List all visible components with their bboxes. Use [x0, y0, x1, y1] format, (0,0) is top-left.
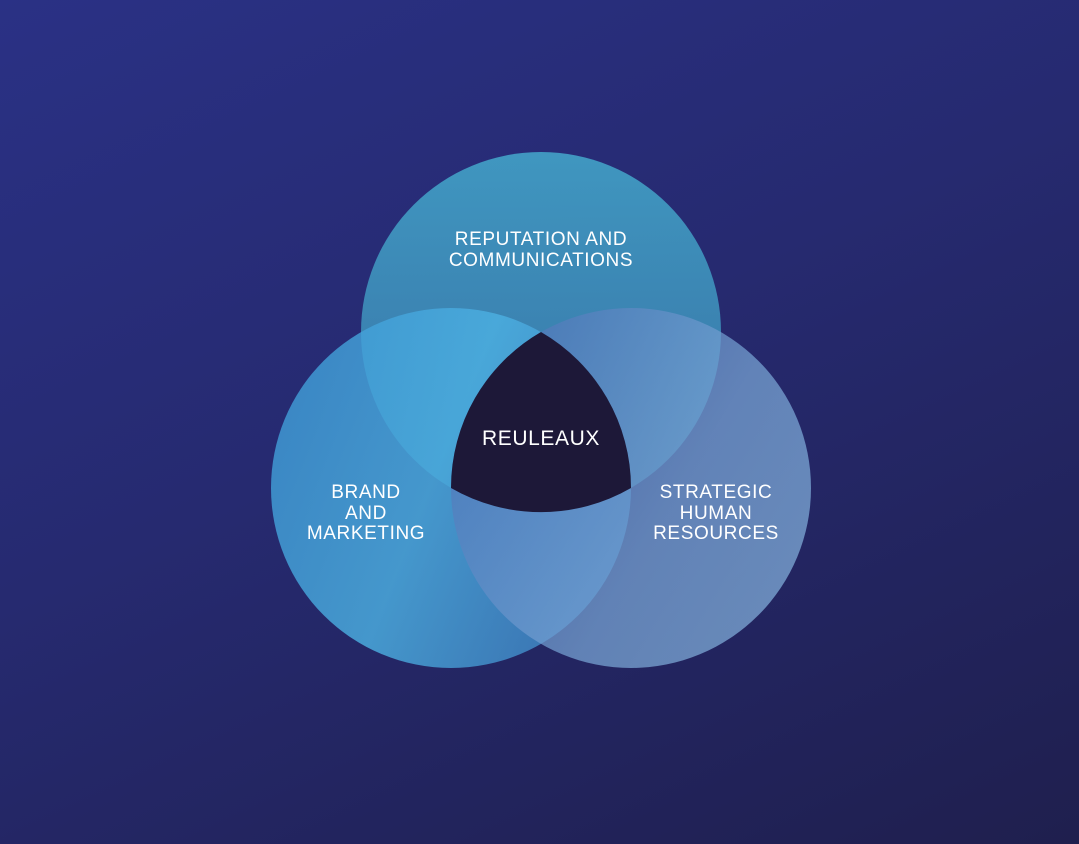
reuleaux-center — [450, 332, 632, 513]
label-strategic-hr: STRATEGIC HUMAN RESOURCES — [653, 482, 779, 544]
label-brand-marketing: BRAND AND MARKETING — [306, 482, 426, 544]
label-reuleaux: REULEAUX — [481, 427, 600, 450]
label-reputation-communications: REPUTATION AND COMMUNICATIONS — [448, 229, 634, 271]
